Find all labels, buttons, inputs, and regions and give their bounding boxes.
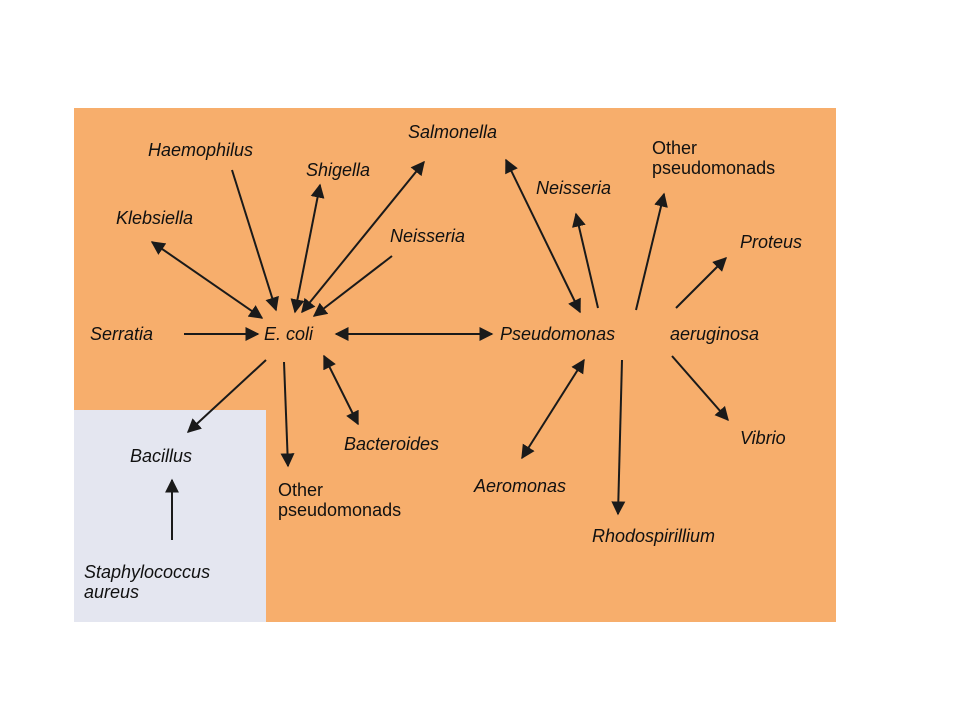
node-salmonella: Salmonella [408, 122, 498, 142]
arrow-ecoli-bacteroides [323, 354, 359, 426]
arrow-aeromonas-pseudomonas [521, 358, 585, 460]
arrow-ecoli-bacillus [186, 359, 267, 433]
node-pseudomonas: Pseudomonas [500, 324, 616, 344]
arrow-klebsiella-ecoli [150, 241, 264, 319]
arrow-pseudomonas-proteus [675, 257, 727, 309]
node-bacteroides: Bacteroides [344, 434, 440, 454]
node-other-pseudomonads-right: Other pseudomonads [652, 138, 775, 178]
node-staphylococcus-aureus: Staphylococcus aureus [84, 562, 210, 602]
arrow-pseudomonas-rhodospirillium [611, 359, 626, 516]
inset-box [74, 410, 266, 622]
node-serratia: Serratia [90, 324, 154, 344]
arrow-neisseria-ecoli [312, 255, 393, 317]
node-rhodospirillium: Rhodospirillium [592, 526, 716, 546]
arrow-haemophilus-ecoli [231, 169, 279, 312]
node-bacillus: Bacillus [130, 446, 193, 466]
node-proteus: Proteus [740, 232, 803, 252]
node-other-pseudomonads-left: Other pseudomonads [278, 480, 401, 520]
node-other-pseudomonads-right-line1: Other [652, 138, 698, 158]
node-aeruginosa: aeruginosa [670, 324, 760, 344]
node-neisseria-left: Neisseria [390, 226, 466, 246]
node-klebsiella: Klebsiella [116, 208, 194, 228]
node-haemophilus: Haemophilus [148, 140, 254, 160]
node-other-pseudomonads-left-line2: pseudomonads [278, 500, 402, 520]
arrow-pseudomonas-vibrio [671, 355, 729, 422]
node-shigella: Shigella [306, 160, 371, 180]
arrow-pseudomonas-neisseria [572, 212, 599, 309]
node-aeromonas: Aeromonas [474, 476, 567, 496]
node-staph-line1: Staphylococcus [84, 562, 211, 582]
node-staph-line2: aureus [84, 582, 140, 602]
node-vibrio: Vibrio [740, 428, 786, 448]
arrow-salmonella-pseudomonas [505, 158, 581, 314]
arrow-salmonella-ecoli [301, 160, 425, 314]
node-other-pseudomonads-right-line2: pseudomonads [652, 158, 776, 178]
node-neisseria-right: Neisseria [536, 178, 612, 198]
node-ecoli: E. coli [264, 324, 314, 344]
arrow-pseudomonas-other-pseudomonads [635, 192, 668, 311]
node-other-pseudomonads-left-line1: Other [278, 480, 324, 500]
arrow-ecoli-other-pseudomonads [280, 361, 295, 468]
